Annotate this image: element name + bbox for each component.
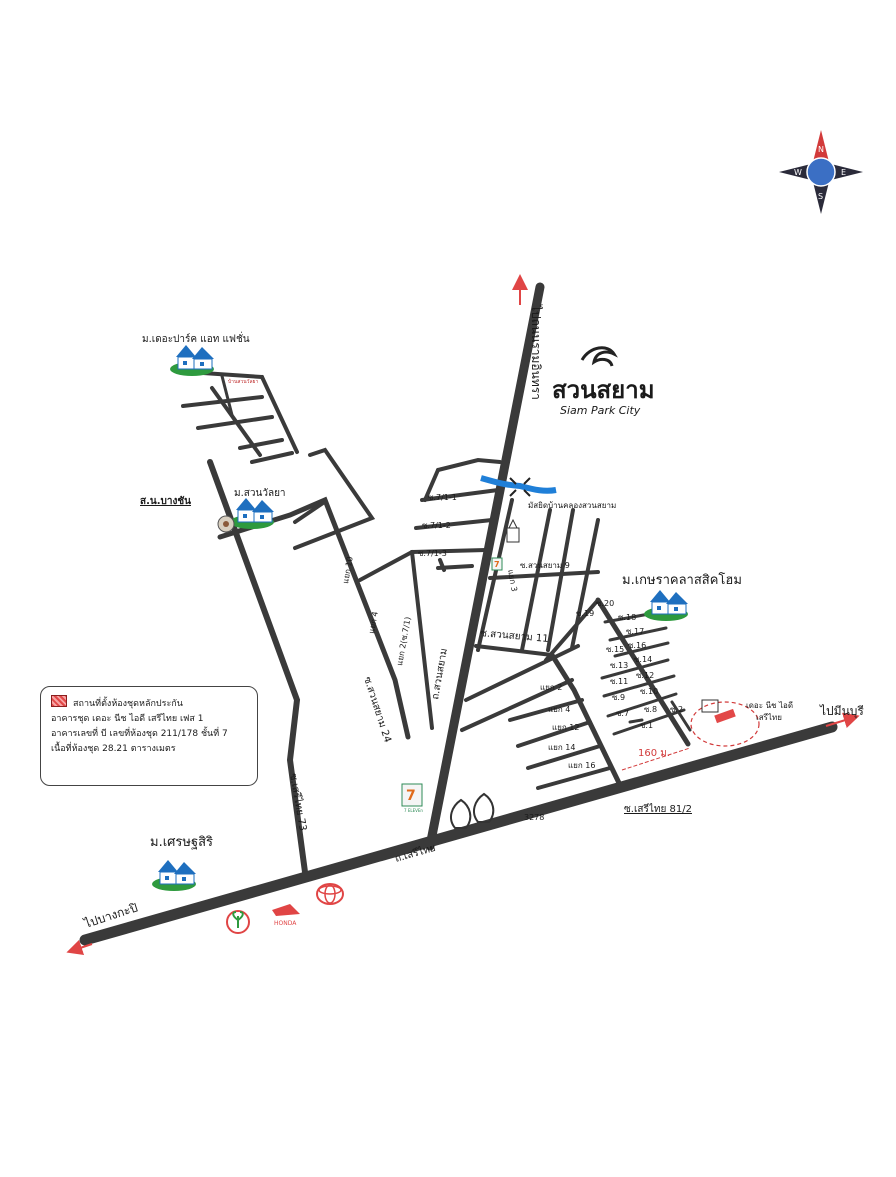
side-road-label: ซ.9 xyxy=(612,693,625,702)
brand-name-th: สวนสยาม xyxy=(552,376,655,404)
road-suan-siam-11: ซ.สวนสยาม 11 xyxy=(480,628,549,645)
side-road-label: แยก 4 xyxy=(367,611,380,635)
mosque-label: มัสยิดบ้านคลองสวนสยาม xyxy=(528,501,616,510)
map-labels: ไปถนนรามอินทรา ไปมีนบุรี ไปบางกะปิ ม.เดอ… xyxy=(82,304,865,931)
side-road-label: ซ.16 xyxy=(628,641,646,650)
side-road-label: แยก 3 xyxy=(506,569,519,593)
legend-line-1: สถานที่ตั้งห้องชุดหลักประกัน xyxy=(51,695,249,712)
side-road-label: ซ.12 xyxy=(636,671,654,680)
compass-south: S xyxy=(818,192,823,201)
honda-logo-icon: HONDA xyxy=(272,904,300,927)
side-road-label: ซ.7/1-3 xyxy=(418,549,447,558)
compass-east: E xyxy=(841,168,846,177)
side-road-label: แยก 16 xyxy=(568,761,595,770)
village-kaset: ม.เกษราคลาสสิคโฮม xyxy=(622,572,742,588)
road-seri-thai-73: ซ.เสรีไทย 73 xyxy=(287,772,309,831)
house-icon xyxy=(643,589,689,622)
side-road-label: ซ.2 xyxy=(670,705,683,714)
plot-label: เสรีไทย xyxy=(756,713,782,722)
honda-label: HONDA xyxy=(274,920,297,927)
side-road-label: ซ.19 xyxy=(576,609,594,618)
direction-east: ไปมีนบุรี xyxy=(819,704,864,719)
small-sign-label: บ้านสวนวัลยา xyxy=(228,378,258,385)
compass-west: W xyxy=(794,168,802,177)
plot-label: เดอะ นีช ไอดี xyxy=(746,701,793,710)
road-seri-thai-81-2: ซ.เสรีไทย 81/2 xyxy=(624,803,692,815)
siam-park-logo: สวนสยาม Siam Park City xyxy=(552,346,655,417)
side-road-label: ซ.7/1-2 xyxy=(422,521,451,530)
seri-thai-73-road xyxy=(207,459,308,875)
side-road-label: แยก 2 xyxy=(540,683,562,692)
highway-number: 3278 xyxy=(524,813,544,822)
legend-title: สถานที่ตั้งห้องชุดหลักประกัน xyxy=(73,699,183,709)
legend-box: สถานที่ตั้งห้องชุดหลักประกัน อาคารชุด เด… xyxy=(40,686,258,786)
side-road-label: ซ.20 xyxy=(596,599,614,608)
house-icon xyxy=(151,859,197,892)
side-road-label: ซ.1 xyxy=(640,721,653,730)
canal xyxy=(480,475,557,494)
road-suan-siam-9: ซ.สวนสยาม 9 xyxy=(520,561,570,570)
side-road-label: ซ.7/1-1 xyxy=(428,493,457,502)
legend-line-3: อาคารเลขที่ บี เลขที่ห้องชุด 211/178 ชั้… xyxy=(51,729,228,739)
police-station-icon xyxy=(217,515,235,533)
suan-siam-road xyxy=(425,282,545,851)
side-road-label: ซ.8 xyxy=(644,705,657,714)
side-road-label: ซ.18 xyxy=(618,613,636,622)
left-side-roads xyxy=(358,457,502,730)
distance-label: 160 ม. xyxy=(638,748,670,759)
plot-location xyxy=(621,699,760,771)
side-road-label: ซ.14 xyxy=(634,655,652,664)
mosque-icon xyxy=(506,518,520,543)
village-park-fashion: ม.เดอะปาร์ค แอท แฟชั่น xyxy=(142,331,250,345)
road-suan-siam: ถ.สวนสยาม xyxy=(430,647,450,700)
compass-rose: N S E W xyxy=(779,130,863,214)
legend-line-4: เนื้อที่ห้องชุด 28.21 ตารางเมตร xyxy=(51,744,176,754)
side-road-label: ซ.17 xyxy=(626,627,644,636)
side-road-label: แยก 12 xyxy=(552,723,579,732)
suan-walai-loop xyxy=(293,447,376,550)
kasikorn-logo-icon xyxy=(226,910,250,934)
side-road-label: แยก 14 xyxy=(548,743,575,752)
side-road-label: ซ.11 xyxy=(610,677,628,686)
center-side-roads xyxy=(460,498,623,790)
road-suan-siam-24: ซ.สวนสยาม 24 xyxy=(361,676,393,745)
bridge-icon xyxy=(509,477,531,497)
seven-eleven-icon-small: 7 xyxy=(491,557,503,571)
side-road-label: แยก 4 xyxy=(548,705,570,714)
house-icon xyxy=(229,497,275,530)
wave-icon xyxy=(580,346,618,367)
side-road-label: ซ.13 xyxy=(610,661,628,670)
plot-swatch-icon xyxy=(51,695,67,707)
side-road-label: ซ.7 xyxy=(616,709,629,718)
brand-name-en: Siam Park City xyxy=(560,404,641,417)
compass-north: N xyxy=(818,145,824,154)
side-road-label: แยก 2(ซ.7/1) xyxy=(395,616,412,666)
direction-north: ไปถนนรามอินทรา xyxy=(529,304,543,400)
bank-logo-icon xyxy=(450,792,495,829)
svg-text:7: 7 xyxy=(406,788,416,804)
park-fashion-grid xyxy=(181,370,299,464)
toyota-logo-icon xyxy=(316,883,344,905)
house-icon xyxy=(169,344,215,377)
police-label: ส.น.บางชัน xyxy=(140,495,191,507)
seven-eleven-icon: 7 xyxy=(401,783,423,807)
seven-eleven-label: 7 ELEVEn xyxy=(404,808,423,813)
side-road-label: ซ.15 xyxy=(606,645,624,654)
village-suan-walai: ม.สวนวัลยา xyxy=(234,488,286,499)
legend-line-2: อาคารชุด เดอะ นีช ไอดี เสรีไทย เฟส 1 xyxy=(51,714,204,724)
village-setthasiri: ม.เศรษฐสิริ xyxy=(150,835,213,850)
seri-thai-road xyxy=(79,721,838,946)
side-road-label: ซ.10 xyxy=(640,687,658,696)
direction-arrows xyxy=(66,274,860,956)
svg-text:7: 7 xyxy=(494,560,500,569)
